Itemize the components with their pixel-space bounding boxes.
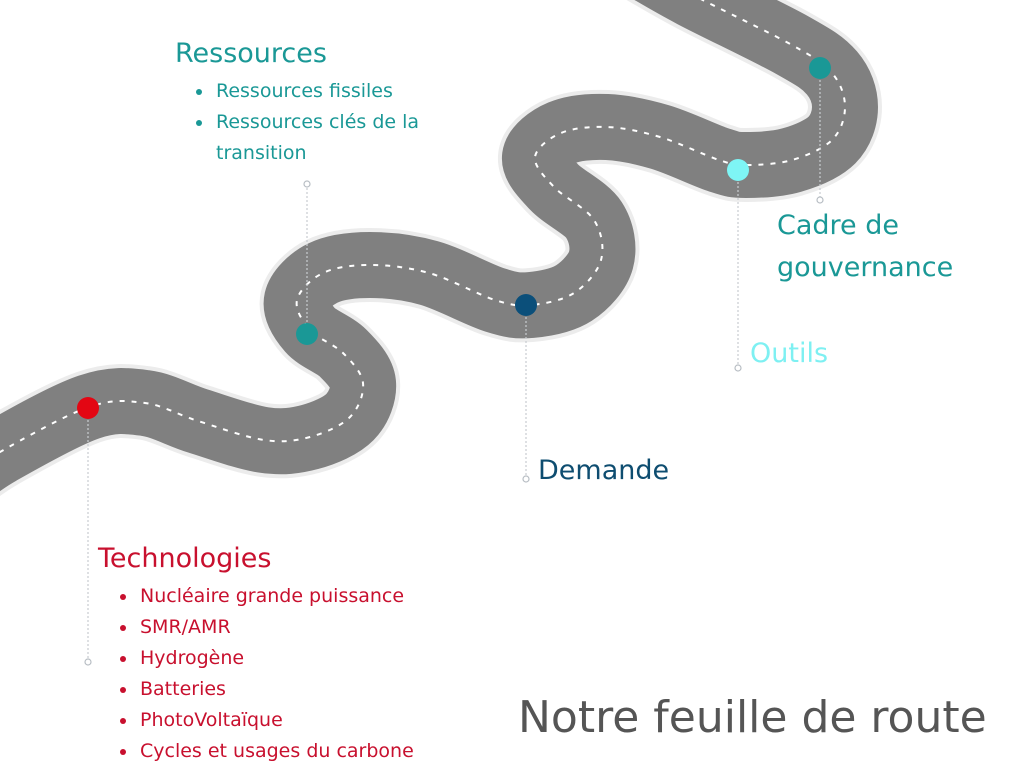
list-item: Hydrogène [138, 643, 518, 674]
outils-heading: Outils [750, 338, 829, 369]
list-item: Nucléaire grande puissance [138, 581, 518, 612]
technologies-list: Nucléaire grande puissance SMR/AMR Hydro… [116, 581, 518, 767]
list-item: Ressources clés de la transition [214, 107, 484, 169]
anchor-gouvernance [816, 196, 824, 204]
page-title: Notre feuille de route [518, 692, 987, 743]
anchor-outils [734, 364, 742, 372]
road-body [0, 0, 879, 492]
milestone-dot-outils [727, 159, 749, 181]
ressources-heading: Ressources [175, 38, 327, 69]
milestone-dot-technologies [77, 397, 99, 419]
demande-heading: Demande [538, 455, 670, 486]
milestone-dot-ressources [296, 323, 318, 345]
gouvernance-heading: Cadre de gouvernance [777, 210, 954, 283]
milestone-dot-demande [515, 294, 537, 316]
milestone-dot-gouvernance [809, 57, 831, 79]
anchor-demande [522, 475, 530, 483]
anchor-technologies [84, 658, 92, 666]
ressources-list: Ressources fissiles Ressources clés de l… [192, 76, 484, 169]
anchor-ressources [303, 180, 311, 188]
list-item: PhotoVoltaïque [138, 705, 518, 736]
technologies-heading: Technologies [98, 543, 272, 574]
list-item: Cycles et usages du carbone [138, 736, 518, 767]
list-item: Batteries [138, 674, 518, 705]
road-center-dashes [0, 0, 845, 480]
list-item: SMR/AMR [138, 612, 518, 643]
list-item: Ressources fissiles [214, 76, 484, 107]
